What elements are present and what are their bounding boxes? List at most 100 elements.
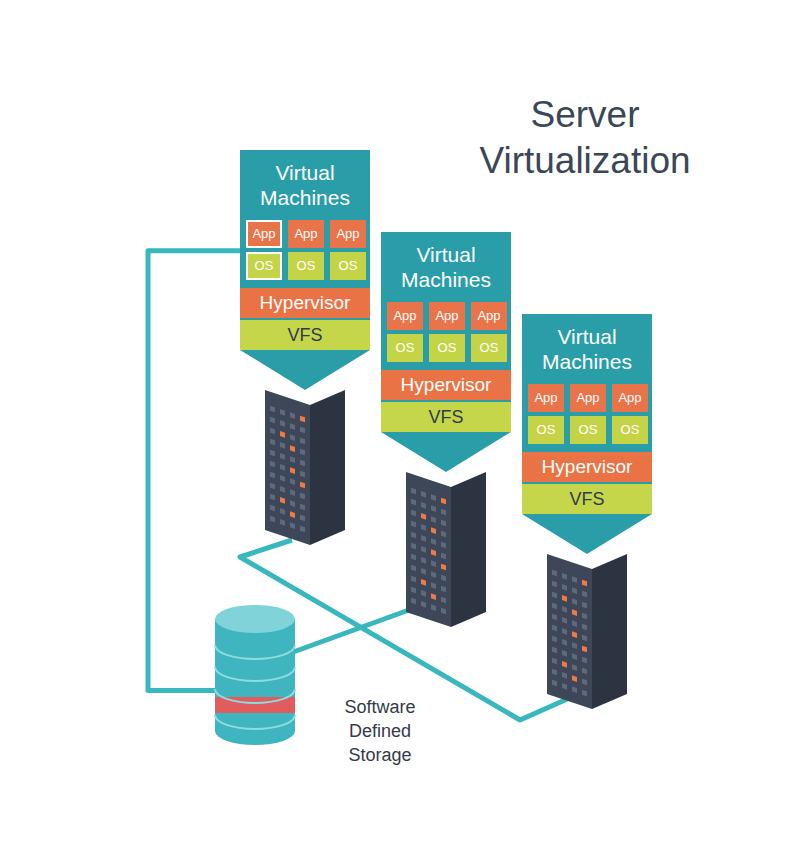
tower-light [431, 538, 436, 545]
tower-light [562, 573, 567, 580]
node-label: OS [471, 334, 507, 362]
diagram-title: Server Virtualization [440, 92, 730, 184]
tower-light [270, 406, 275, 413]
node-label: Virtual Machines [381, 232, 511, 292]
server-tower [265, 390, 345, 545]
tower-light [300, 416, 305, 423]
tower-light [441, 597, 446, 604]
tower-light [280, 453, 285, 460]
cylinder-body [215, 619, 295, 731]
tower-light [280, 420, 285, 427]
node-label: App [288, 220, 324, 248]
tower-light [290, 478, 295, 485]
tower-light [290, 522, 295, 529]
tower-light [300, 449, 305, 456]
tower-light [582, 624, 587, 631]
tower-side [451, 472, 486, 627]
hypervisor-band: Hypervisor [240, 288, 370, 318]
tower-light [582, 635, 587, 642]
cylinder-ring [215, 715, 295, 729]
tower-light [300, 471, 305, 478]
tower-front [406, 472, 451, 627]
tower-light [290, 423, 295, 430]
tower-light [270, 472, 275, 479]
tower-light [421, 557, 426, 564]
tower-light [300, 504, 305, 511]
tower-light [572, 675, 577, 682]
tower-light [582, 591, 587, 598]
node-label: VFS [522, 484, 652, 514]
tower-light [441, 586, 446, 593]
node-label: Virtual Machines [240, 150, 370, 210]
tower-light [441, 553, 446, 560]
node-label: VFS [381, 402, 511, 432]
tower-light [562, 672, 567, 679]
tower-light [270, 483, 275, 490]
app-box: App [612, 384, 648, 412]
tower-light [290, 511, 295, 518]
tower-light [290, 467, 295, 474]
tower-light [582, 602, 587, 609]
os-box: OS [330, 252, 366, 280]
node-label: App [612, 384, 648, 412]
cylinder-top [215, 605, 295, 633]
tower-light [441, 608, 446, 615]
tower-face [547, 554, 592, 709]
tower-light [552, 570, 557, 577]
cylinder-shape [215, 605, 295, 745]
node-label: OS [570, 416, 606, 444]
tower-light [572, 686, 577, 693]
tower-light [441, 542, 446, 549]
tower-light [421, 513, 426, 520]
tower-face [265, 390, 310, 545]
tower-light [552, 625, 557, 632]
tower-light [552, 592, 557, 599]
tower-light [280, 442, 285, 449]
tower-light [582, 668, 587, 675]
tower-light [431, 571, 436, 578]
storage-cylinder: Software Defined Storage [215, 605, 295, 745]
tower-light [421, 524, 426, 531]
tower-light [270, 461, 275, 468]
cylinder-ring [215, 645, 295, 659]
node-label: App [528, 384, 564, 412]
tower-light [270, 505, 275, 512]
tower-light [431, 560, 436, 567]
hypervisor-band: Hypervisor [522, 452, 652, 482]
cylinder-ring [215, 689, 295, 703]
node-label: App [248, 222, 280, 246]
tower-light [411, 521, 416, 528]
tower-light [411, 554, 416, 561]
storage-label: Software Defined Storage [328, 695, 432, 767]
os-box: OS [429, 334, 465, 362]
os-box: OS [288, 252, 324, 280]
tower-light [290, 489, 295, 496]
tower-light [562, 595, 567, 602]
tower-light [411, 543, 416, 550]
tower-light [552, 647, 557, 654]
os-box: OS [528, 416, 564, 444]
tower-light [441, 564, 446, 571]
tower-light [421, 568, 426, 575]
tower-light [270, 428, 275, 435]
tower-light [300, 515, 305, 522]
node-label: Hypervisor [381, 370, 511, 400]
server-tower [547, 554, 627, 709]
node-label: OS [528, 416, 564, 444]
tower-light [411, 565, 416, 572]
vm-banner: Virtual MachinesAppAppAppOSOSOSHyperviso… [240, 150, 370, 390]
tower-light [431, 549, 436, 556]
node-label: App [429, 302, 465, 330]
node-label: App [387, 302, 423, 330]
vm-banner: Virtual MachinesAppAppAppOSOSOSHyperviso… [381, 232, 511, 472]
tower-light [441, 498, 446, 505]
connector-wire [148, 251, 240, 691]
tower-light [562, 661, 567, 668]
tower-light [280, 486, 285, 493]
tower-light [582, 646, 587, 653]
tower-light [421, 590, 426, 597]
tower-light [552, 669, 557, 676]
tower-light [582, 657, 587, 664]
vfs-band: VFS [381, 402, 511, 432]
